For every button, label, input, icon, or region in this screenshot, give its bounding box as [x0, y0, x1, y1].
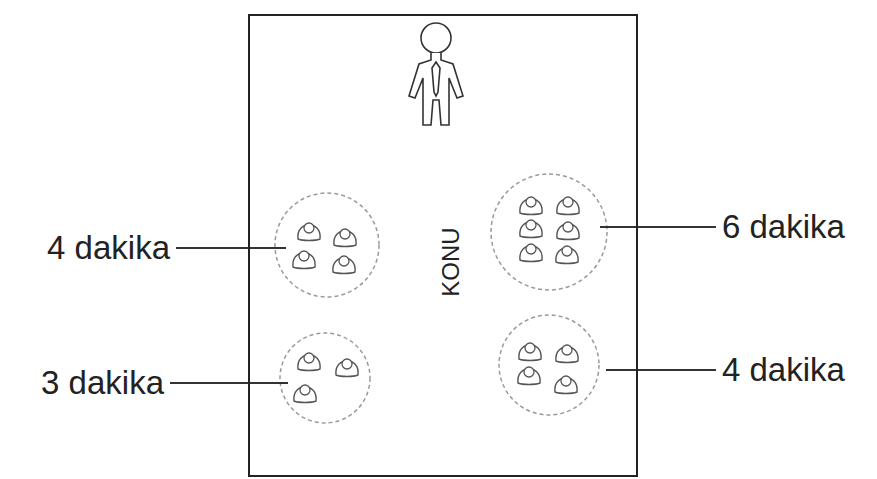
time-label: 4 dakika	[47, 230, 170, 266]
leader-line	[170, 227, 716, 383]
teacher-figure	[409, 23, 463, 125]
group-circle	[275, 174, 607, 423]
classroom-box: KONU	[248, 14, 638, 477]
time-label: 4 dakika	[722, 352, 845, 388]
time-label: 6 dakika	[722, 209, 845, 245]
time-label: 3 dakika	[41, 365, 164, 401]
student-seats	[293, 197, 579, 403]
topic-label: KONU	[436, 227, 464, 296]
